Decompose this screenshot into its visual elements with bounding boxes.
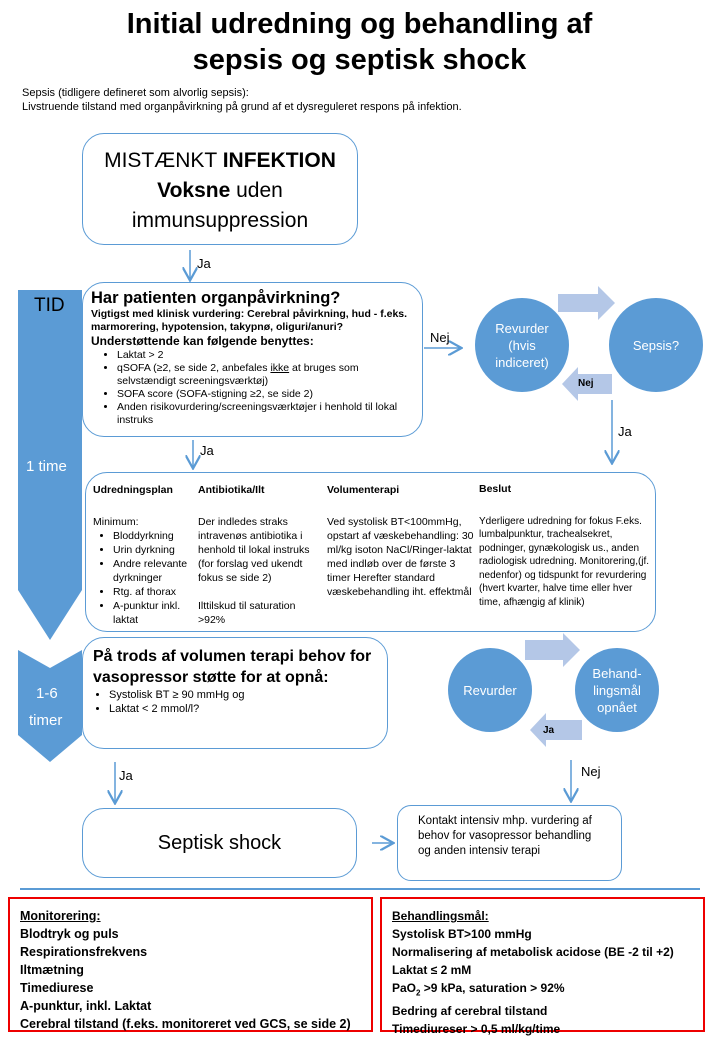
label-nej-2: Nej	[581, 764, 601, 779]
sepsis-definition: Sepsis (tidligere defineret som alvorlig…	[22, 87, 462, 113]
label-ja-3: Ja	[119, 768, 133, 783]
contact-icu-box: Kontakt intensiv mhp. vurdering af behov…	[397, 805, 622, 881]
cycle1-arrow-right	[558, 286, 615, 320]
label-ja-cycle2: Ja	[543, 725, 555, 736]
cycle2-arrow-right	[525, 633, 580, 667]
cycle2-arrow-left	[530, 713, 582, 747]
label-nej-cycle: Nej	[578, 378, 594, 389]
timeline-timer: timer	[29, 712, 63, 729]
timeline-1-time: 1 time	[26, 458, 67, 475]
timeline-arrow-2	[18, 650, 82, 762]
timeline-1-6: 1-6	[36, 685, 58, 702]
vasopressor-box: På trods af volumen terapi behov for vas…	[82, 637, 388, 749]
timeline-arrow-1	[18, 290, 82, 640]
revurder-circle: Revurder (hvis indiceret)	[475, 298, 569, 392]
label-ja-2: Ja	[200, 443, 214, 458]
revurder-circle-2: Revurder	[448, 648, 532, 732]
organ-involvement-box: Har patienten organpåvirkning? Vigtigst …	[82, 282, 423, 437]
sepsis-circle: Sepsis?	[609, 298, 703, 392]
label-ja-sepsis: Ja	[618, 424, 632, 439]
cycle1-arrow-left	[562, 367, 612, 401]
timeline-tid: TID	[34, 295, 65, 316]
treatment-goal-circle: Behand-lingsmål opnået	[575, 648, 659, 732]
label-nej: Nej	[430, 330, 450, 345]
septic-shock-box: Septisk shock	[82, 808, 357, 878]
label-ja: Ja	[197, 256, 211, 271]
suspected-infection-box: MISTÆNKT INFEKTION Voksne uden immunsupp…	[82, 133, 358, 245]
